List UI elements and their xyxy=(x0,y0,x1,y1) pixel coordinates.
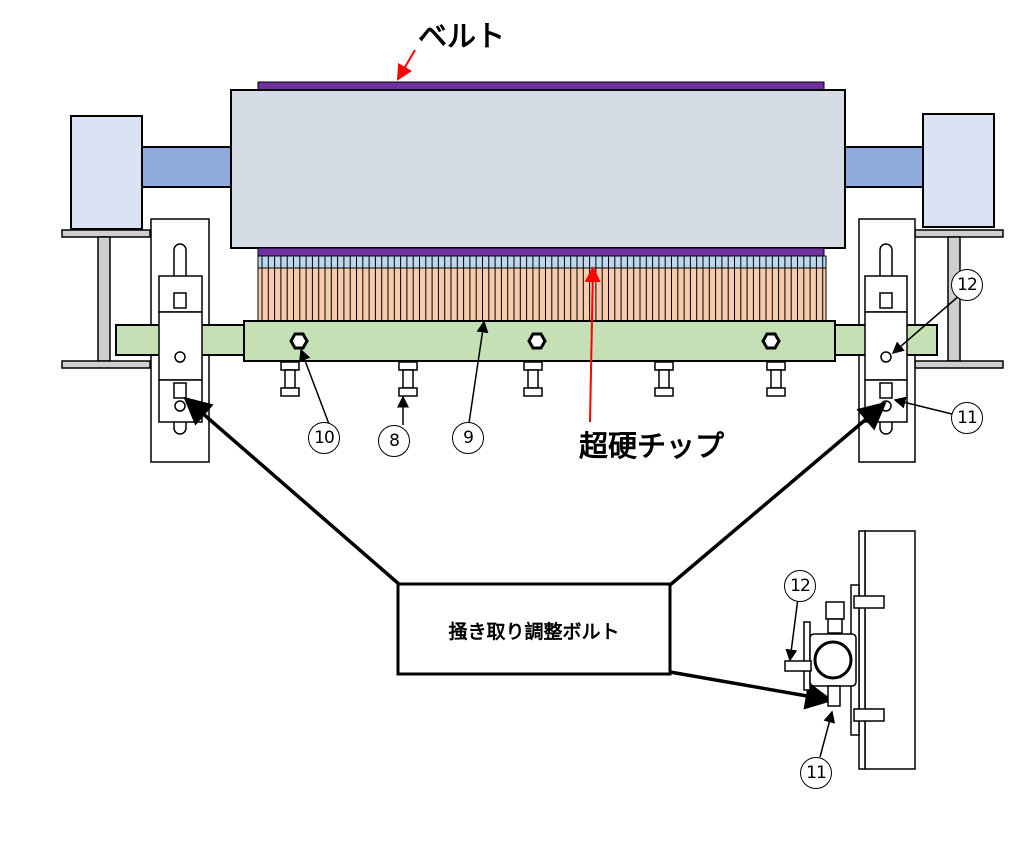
left-frame xyxy=(61,229,151,369)
label-box xyxy=(396,582,672,676)
callout-9: 9 xyxy=(452,422,484,454)
bolt xyxy=(523,361,543,397)
bolt xyxy=(280,361,300,397)
belt-label: ベルト xyxy=(418,19,506,53)
right-shaft xyxy=(844,146,926,188)
callout-12: 12 xyxy=(951,269,983,301)
detail-callout-11: 11 xyxy=(800,757,832,789)
pulley xyxy=(230,89,846,249)
bolt xyxy=(398,361,418,397)
belt-bottom xyxy=(257,247,825,257)
carbide-chips xyxy=(257,267,827,323)
callout-11: 11 xyxy=(951,402,983,434)
carbide-tip-label: 超硬チップ xyxy=(579,429,725,463)
right-bearing xyxy=(922,113,995,228)
callout-10: 10 xyxy=(308,422,340,454)
detail-callout-12: 12 xyxy=(784,570,816,602)
left-bearing xyxy=(70,115,143,230)
bolt xyxy=(654,361,674,397)
scraper-adjust-bolt-label: 掻き取り調整ボルト xyxy=(448,621,620,643)
callout-8: 8 xyxy=(378,425,410,457)
left-shaft xyxy=(139,146,233,188)
side-detail-view xyxy=(784,530,916,770)
bolt xyxy=(766,361,786,397)
belt-top xyxy=(257,81,825,91)
